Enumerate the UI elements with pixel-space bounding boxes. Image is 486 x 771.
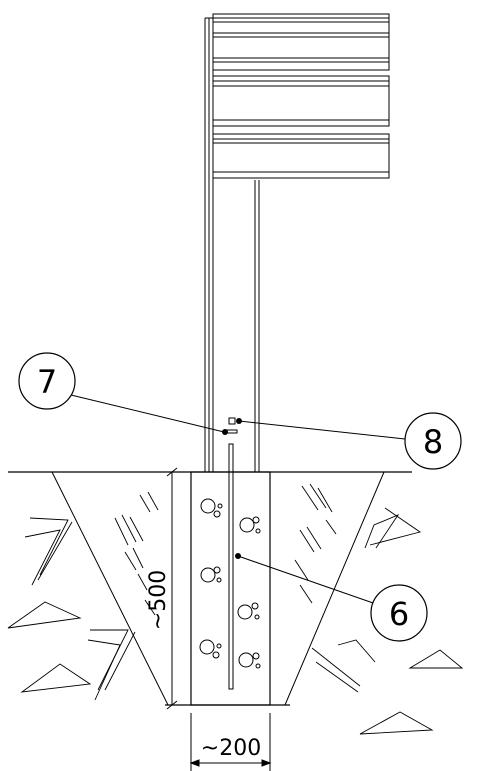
callout-8-label: 8 xyxy=(423,423,443,461)
depth-dimension-label: ~500 xyxy=(146,570,171,630)
soil-hatching xyxy=(7,483,464,735)
callout-8: 8 xyxy=(228,412,462,470)
depth-dimension xyxy=(166,467,178,710)
fence-rails xyxy=(212,13,390,179)
concrete-aggregate xyxy=(199,498,261,669)
concrete-foundation xyxy=(190,471,271,706)
callout-6-label: 6 xyxy=(389,595,409,633)
width-dimension-label: ~200 xyxy=(201,736,261,761)
callout-6-circle xyxy=(370,584,428,642)
rail-middle xyxy=(212,75,390,127)
callout-8-leader xyxy=(238,420,406,440)
callout-7: 7 xyxy=(18,352,238,435)
callout-7-leader xyxy=(70,394,225,433)
callout-6: 6 xyxy=(235,553,428,642)
rebar xyxy=(228,443,234,690)
callout-7-label: 7 xyxy=(37,363,57,401)
width-dimension xyxy=(189,713,272,771)
callout-8-circle xyxy=(404,412,462,470)
bolt-nut xyxy=(228,417,236,425)
callout-6-leader xyxy=(237,555,377,605)
rail-bottom xyxy=(212,133,390,179)
anchor-bracket xyxy=(226,429,238,434)
callout-7-circle xyxy=(18,352,76,410)
